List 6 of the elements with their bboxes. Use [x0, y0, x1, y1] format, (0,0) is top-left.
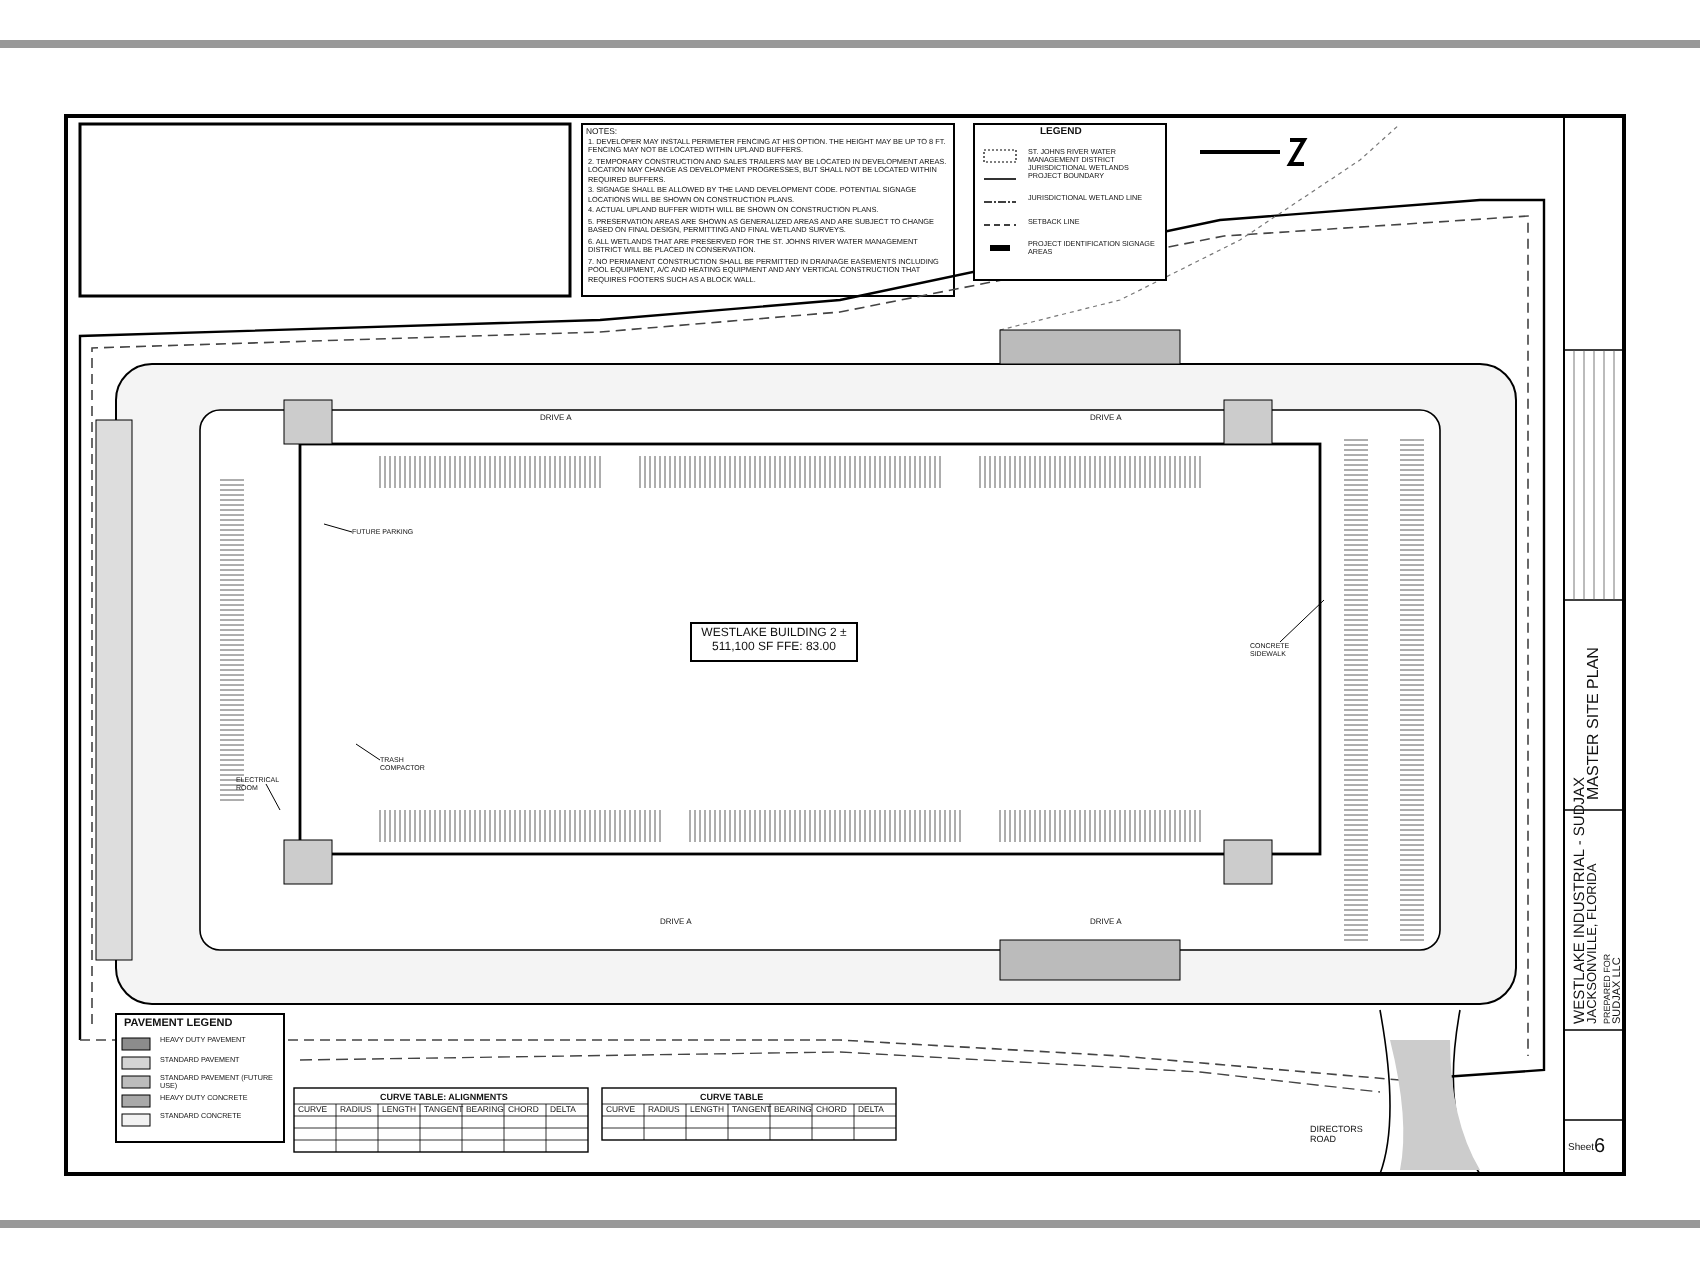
leader-line	[265, 783, 281, 811]
leader-line	[1279, 599, 1325, 643]
leader-line	[323, 523, 353, 533]
sheet-title: MASTER SITE PLAN	[1584, 647, 1602, 800]
leader-line	[355, 743, 381, 761]
sheet-number: 6	[1594, 1136, 1606, 1159]
